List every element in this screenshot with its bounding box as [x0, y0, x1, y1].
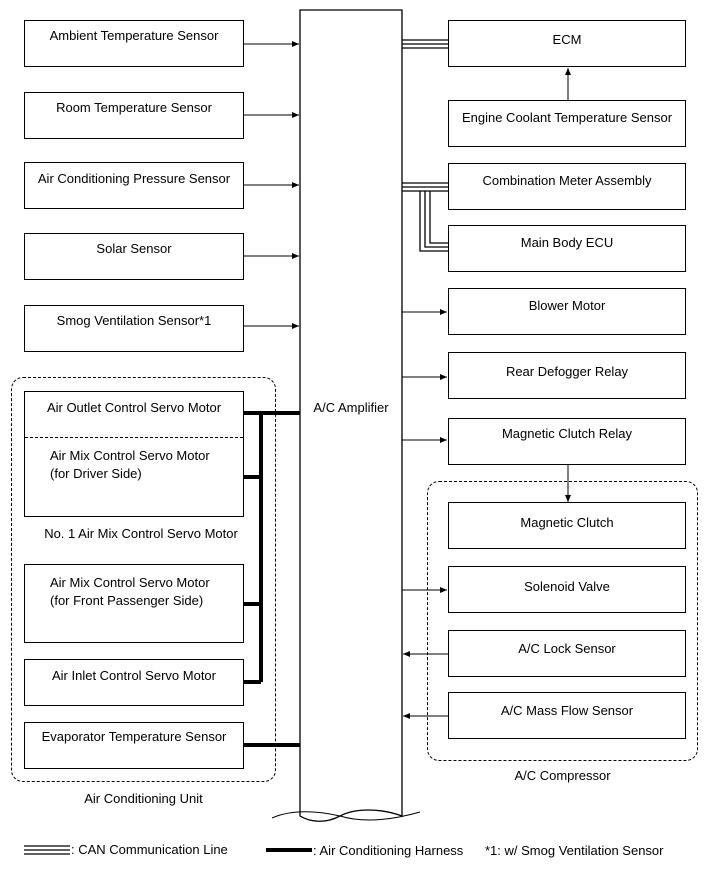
ac-lock-sensor-label: A/C Lock Sensor [518, 641, 616, 656]
ac-lock-sensor: A/C Lock Sensor [448, 630, 686, 677]
evaporator-temperature-sensor-label: Evaporator Temperature Sensor [41, 729, 227, 744]
blower-motor: Blower Motor [448, 288, 686, 335]
smog-ventilation-sensor: Smog Ventilation Sensor*1 [24, 305, 244, 352]
solar-sensor: Solar Sensor [24, 233, 244, 280]
room-temperature-sensor: Room Temperature Sensor [24, 92, 244, 139]
ecm-label: ECM [552, 32, 582, 47]
no1-air-mix-servo-label: No. 1 Air Mix Control Servo Motor [44, 526, 238, 541]
blower-motor-label: Blower Motor [528, 298, 606, 313]
combination-meter-assembly: Combination Meter Assembly [448, 163, 686, 210]
magnetic-clutch-relay-label: Magnetic Clutch Relay [501, 426, 633, 441]
ac-mass-flow-sensor-label: A/C Mass Flow Sensor [500, 703, 634, 718]
room-temperature-sensor-label: Room Temperature Sensor [56, 100, 212, 115]
rear-defogger-relay-label: Rear Defogger Relay [505, 364, 629, 379]
solenoid-valve-label: Solenoid Valve [524, 579, 610, 594]
engine-coolant-temperature-sensor-label: Engine Coolant Temperature Sensor [461, 110, 673, 125]
amplifier-label: A/C Amplifier [313, 400, 389, 415]
no1-air-mix-servo-box: Air Outlet Control Servo Motor Air Mix C… [24, 391, 244, 517]
passenger-mix-motor-label-2: (for Front Passenger Side) [50, 593, 204, 608]
air-conditioning-pressure-sensor: Air Conditioning Pressure Sensor [24, 162, 244, 209]
driver-mix-motor-label-1: Air Mix Control Servo Motor [50, 448, 210, 463]
solenoid-valve: Solenoid Valve [448, 566, 686, 613]
legend-harness-label: : Air Conditioning Harness [313, 843, 464, 858]
main-body-ecu-label: Main Body ECU [520, 235, 614, 250]
main-body-ecu: Main Body ECU [448, 225, 686, 272]
engine-coolant-temperature-sensor: Engine Coolant Temperature Sensor [448, 100, 686, 147]
evaporator-temperature-sensor: Evaporator Temperature Sensor [24, 722, 244, 769]
ac-compressor-group [427, 481, 698, 761]
ecm: ECM [448, 20, 686, 67]
air-inlet-control-servo-motor-label: Air Inlet Control Servo Motor [51, 668, 216, 683]
air-conditioning-pressure-sensor-label: Air Conditioning Pressure Sensor [37, 171, 231, 186]
ambient-temperature-sensor-label: Ambient Temperature Sensor [49, 28, 219, 43]
rear-defogger-relay: Rear Defogger Relay [448, 352, 686, 399]
passenger-mix-motor-label-1: Air Mix Control Servo Motor [50, 575, 210, 590]
air-outlet-control-servo-motor-label: Air Outlet Control Servo Motor [46, 400, 222, 415]
motor-divider [25, 437, 243, 438]
magnetic-clutch: Magnetic Clutch [448, 502, 686, 549]
magnetic-clutch-relay: Magnetic Clutch Relay [448, 418, 686, 465]
ac-mass-flow-sensor: A/C Mass Flow Sensor [448, 692, 686, 739]
driver-mix-motor-label-2: (for Driver Side) [50, 466, 142, 481]
solar-sensor-label: Solar Sensor [96, 241, 172, 256]
passenger-air-mix-servo-motor: Air Mix Control Servo Motor (for Front P… [24, 564, 244, 643]
air-conditioning-unit-group [11, 377, 276, 782]
ambient-temperature-sensor: Ambient Temperature Sensor [24, 20, 244, 67]
break-wave-line [271, 811, 421, 821]
ac-harness [244, 411, 300, 747]
legend-footnote: *1: w/ Smog Ventilation Sensor [485, 843, 664, 858]
can-line-meter [402, 182, 448, 252]
legend-can-symbol [24, 845, 70, 855]
combination-meter-assembly-label: Combination Meter Assembly [482, 173, 652, 188]
ac-compressor-label: A/C Compressor [514, 768, 611, 783]
legend-can-label: : CAN Communication Line [71, 842, 228, 857]
magnetic-clutch-label: Magnetic Clutch [520, 515, 614, 530]
can-line-ecm [402, 39, 448, 49]
smog-ventilation-sensor-label: Smog Ventilation Sensor*1 [56, 313, 212, 328]
air-inlet-control-servo-motor: Air Inlet Control Servo Motor [24, 659, 244, 706]
air-conditioning-unit-label: Air Conditioning Unit [84, 791, 203, 806]
